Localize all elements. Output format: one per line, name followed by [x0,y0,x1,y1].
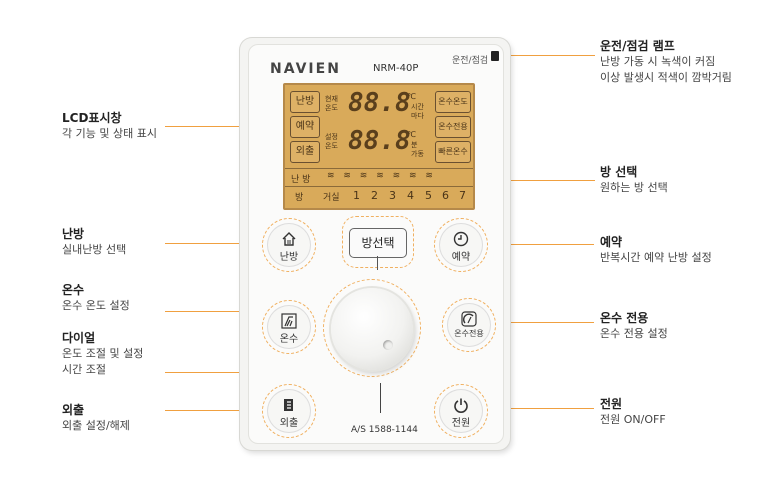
lcd-display: 난방 예약 외출 온수온도 온수전용 빠른온수 현재 온도 88.8 ℃ 시간 … [283,83,475,210]
clock-icon [453,231,469,247]
lcd-room-3: 3 [389,189,396,202]
room-select-button[interactable]: 방선택 [349,228,407,258]
away-label: 외출 [268,414,310,429]
callout-title: 온수 전용 [600,310,668,326]
power-button[interactable]: 전원 [440,390,482,432]
callout-desc: 반복시간 예약 난방 설정 [600,250,712,266]
callout-desc: 이상 발생시 적색이 깜박거림 [600,70,732,86]
lcd-set-label-2: 온도 [325,142,338,150]
lcd-hot-water-temp-indicator: 온수온도 [435,91,471,113]
lcd-heating-row-label: 난 방 [291,172,310,185]
divider-line [380,383,381,413]
lcd-heating-indicator: 난방 [290,91,320,113]
callout-reservation: 예약 반복시간 예약 난방 설정 [600,234,712,266]
callout-desc: 원하는 방 선택 [600,180,668,196]
callout-lamp: 운전/점검 램프 난방 가동 시 녹색이 커짐 이상 발생시 적색이 깜박거림 [600,38,732,86]
reservation-button[interactable]: 예약 [440,224,482,266]
callout-lcd: LCD표시창 각 기능 및 상태 표시 [62,110,157,142]
callout-title: 방 선택 [600,164,668,180]
lamp-label: 운전/점검 [452,53,488,66]
faucet-icon [461,311,477,327]
dial-indicator [383,340,393,350]
lcd-room-6: 6 [442,189,449,202]
callout-heating: 난방 실내난방 선택 [62,226,126,258]
service-number: A/S 1588-1144 [351,425,418,435]
power-icon [453,397,469,413]
callout-desc: 외출 설정/해제 [62,418,130,434]
hot-water-only-button[interactable]: 온수전용 [448,304,490,346]
callout-away: 외출 외출 설정/해제 [62,402,130,434]
callout-title: 외출 [62,402,130,418]
callout-desc: 난방 가동 시 녹색이 커짐 [600,54,732,70]
lcd-reservation-indicator: 예약 [290,116,320,138]
lcd-set-unit: ℃ [407,131,416,139]
shower-icon [281,313,297,329]
status-lamp [491,51,499,61]
control-dial[interactable] [331,288,413,370]
exit-icon [281,397,297,413]
lcd-current-unit: ℃ [407,93,416,101]
hot-water-button[interactable]: 온수 [268,306,310,348]
lcd-current-label-2: 온도 [325,104,338,112]
callout-desc: 온수 온도 설정 [62,298,130,314]
lcd-quick-hot-water-indicator: 빠른온수 [435,141,471,163]
callout-title: 다이얼 [62,330,143,346]
lcd-set-label-1: 설정 [325,133,338,141]
callout-desc: 각 기능 및 상태 표시 [62,126,157,142]
leader-line-hot-water-only [500,322,594,323]
lcd-top-right-label-1: 시간 [411,103,424,111]
lcd-set-temp: 88.8 [348,126,411,156]
lcd-bottom-right-label-2: 가동 [411,150,424,158]
lcd-away-indicator: 외출 [290,141,320,163]
lcd-room-1: 1 [353,189,360,202]
lcd-room-living: 거실 [323,190,340,203]
brand-logo: NAVIEN [270,61,341,77]
reservation-label: 예약 [440,248,482,263]
callout-title: LCD표시창 [62,110,157,126]
lcd-room-7: 7 [459,189,466,202]
callout-hot-water: 온수 온수 온도 설정 [62,282,130,314]
callout-title: 온수 [62,282,130,298]
callout-dial: 다이얼 온도 조절 및 설정 시간 조절 [62,330,143,378]
lcd-room-2: 2 [371,189,378,202]
callout-power: 전원 전원 ON/OFF [600,396,666,428]
callout-hot-water-only: 온수 전용 온수 전용 설정 [600,310,668,342]
callout-room: 방 선택 원하는 방 선택 [600,164,668,196]
callout-title: 예약 [600,234,712,250]
room-select-pointer [377,256,378,270]
hot-water-label: 온수 [268,330,310,345]
lcd-current-label-1: 현재 [325,95,338,103]
heating-label: 난방 [268,248,310,263]
hot-water-only-label: 온수전용 [448,328,490,339]
leader-line-lamp [505,55,595,56]
lcd-hot-water-only-indicator: 온수전용 [435,116,471,138]
lcd-divider [285,186,473,187]
lcd-current-temp: 88.8 [348,88,411,118]
lcd-room-4: 4 [407,189,414,202]
away-button[interactable]: 외출 [268,390,310,432]
lcd-room-5: 5 [425,189,432,202]
callout-desc: 온도 조절 및 설정 [62,346,143,362]
callout-desc: 전원 ON/OFF [600,412,666,428]
lcd-divider [285,168,473,169]
lcd-bottom-right-label-1: 분 [411,141,417,149]
callout-desc: 실내난방 선택 [62,242,126,258]
power-label: 전원 [440,414,482,429]
lcd-room-row-label: 방 [295,190,303,203]
callout-title: 운전/점검 램프 [600,38,732,54]
lcd-heating-waves: ≋ ≋ ≋ ≋ ≋ ≋ ≋ [327,171,436,181]
callout-desc: 시간 조절 [62,362,143,378]
callout-title: 난방 [62,226,126,242]
lcd-top-right-label-2: 마다 [411,112,424,120]
model-number: NRM-40P [373,63,418,74]
callout-title: 전원 [600,396,666,412]
callout-desc: 온수 전용 설정 [600,326,668,342]
house-icon [281,231,297,247]
heating-button[interactable]: 난방 [268,224,310,266]
